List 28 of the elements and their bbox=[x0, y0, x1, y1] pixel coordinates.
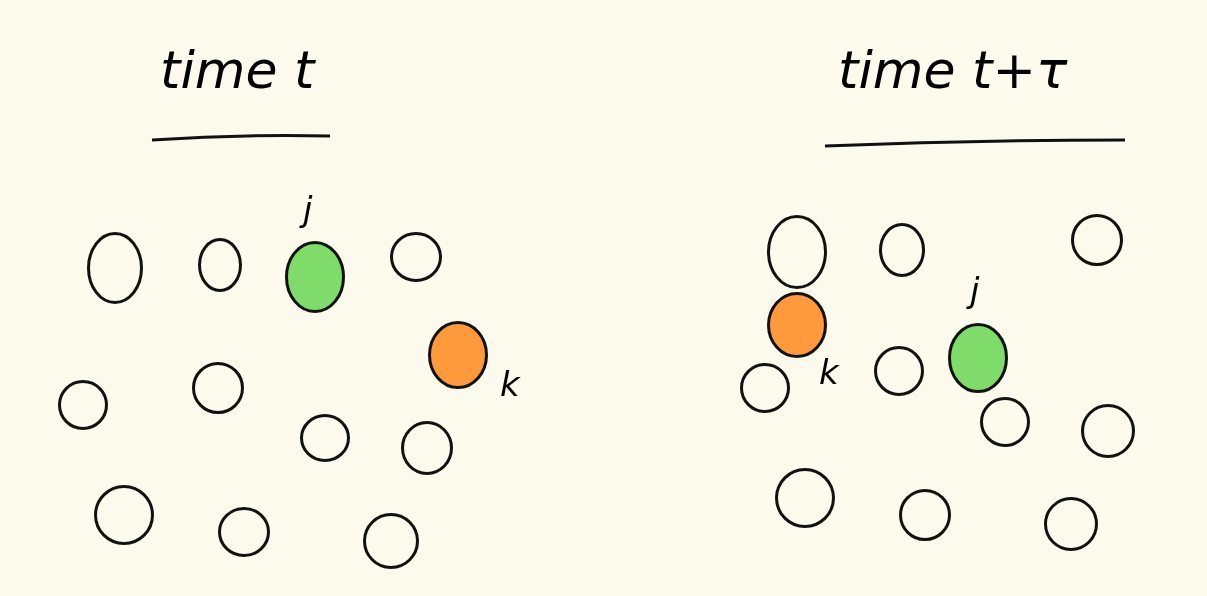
panel-title: time t bbox=[160, 40, 315, 100]
particle-circle bbox=[198, 238, 242, 292]
particle-circle bbox=[767, 215, 827, 289]
particle-label: k bbox=[500, 367, 520, 401]
highlighted-particle-circle bbox=[428, 321, 488, 389]
highlighted-particle-circle bbox=[948, 323, 1008, 393]
particle-circle bbox=[218, 507, 270, 557]
panel-title: time t+τ bbox=[838, 40, 1068, 100]
particle-circle bbox=[94, 485, 154, 545]
particle-circle bbox=[192, 362, 244, 414]
particle-label: k bbox=[819, 355, 839, 389]
particle-circle bbox=[1071, 214, 1123, 266]
particle-circle bbox=[87, 232, 143, 304]
particle-circle bbox=[899, 489, 951, 541]
highlighted-particle-circle bbox=[767, 292, 827, 358]
particle-circle bbox=[879, 223, 925, 277]
particle-circle bbox=[980, 397, 1030, 447]
particle-circle bbox=[58, 380, 108, 430]
particle-circle bbox=[300, 414, 350, 462]
particle-circle bbox=[401, 421, 453, 475]
particle-circle bbox=[740, 363, 790, 413]
particle-circle bbox=[1044, 497, 1098, 551]
particle-circle bbox=[390, 232, 442, 282]
particle-circle bbox=[1081, 404, 1135, 458]
particle-circle bbox=[363, 513, 419, 569]
highlighted-particle-circle bbox=[285, 241, 345, 313]
particle-circle bbox=[775, 468, 835, 528]
particle-circle bbox=[874, 346, 924, 396]
